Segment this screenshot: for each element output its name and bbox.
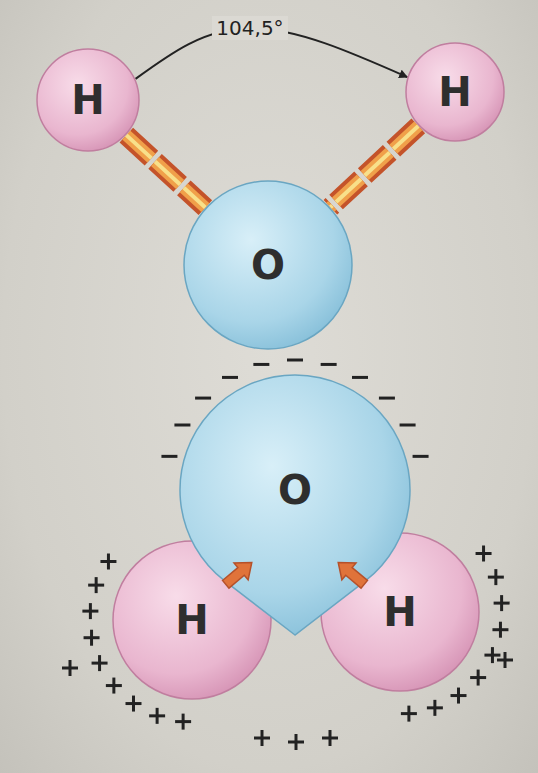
positive-charge — [100, 553, 116, 569]
bond-body — [126, 135, 205, 207]
positive-charge — [92, 655, 108, 671]
negative-charge — [321, 363, 337, 366]
negative-charge — [161, 455, 177, 458]
bond-body — [330, 126, 418, 207]
positive-charge — [494, 595, 510, 611]
atom-outline — [406, 43, 504, 141]
negative-charge — [253, 363, 269, 366]
negative-charge — [400, 424, 416, 427]
negative-charge — [352, 376, 368, 379]
positive-charge — [492, 622, 508, 638]
atom-label-holder: O — [183, 180, 353, 350]
element-symbol: H — [383, 592, 416, 632]
positive-charge — [149, 708, 165, 724]
positive-charge — [476, 545, 492, 561]
element-symbol: O — [278, 470, 312, 510]
element-symbol: H — [175, 600, 208, 640]
positive-charge — [488, 569, 504, 585]
positive-charge — [125, 696, 141, 712]
positive-charge — [175, 714, 191, 730]
atom-label-holder: O — [180, 375, 410, 605]
negative-charge — [379, 397, 395, 400]
bond-shade — [126, 135, 205, 207]
atom-outline — [37, 49, 139, 151]
negative-charge — [222, 376, 238, 379]
positive-charge — [62, 660, 78, 676]
atom-outline — [184, 181, 352, 349]
atom-label-holder: H — [36, 48, 140, 152]
angle-label: 104,5° — [212, 16, 287, 40]
positive-charge — [82, 603, 98, 619]
covalent-bond — [330, 126, 418, 207]
element-symbol: H — [71, 80, 104, 120]
negative-charge — [174, 424, 190, 427]
bond-shade — [330, 126, 418, 207]
positive-charge — [254, 730, 270, 746]
negative-charge — [413, 455, 429, 458]
negative-charge — [287, 359, 303, 362]
negative-charge — [195, 397, 211, 400]
bond-highlight — [330, 126, 418, 207]
positive-charge — [451, 688, 467, 704]
positive-charge — [288, 734, 304, 750]
positive-charge — [88, 577, 104, 593]
atom-label-holder: H — [405, 42, 505, 142]
element-symbol: H — [438, 72, 471, 112]
hydrogen-atom: H — [405, 42, 505, 142]
oxygen-atom: O — [183, 180, 353, 350]
element-symbol: O — [251, 245, 285, 285]
positive-charge — [497, 652, 513, 668]
oxygen-atom: O — [180, 375, 410, 635]
positive-charge — [322, 730, 338, 746]
positive-charge — [427, 700, 443, 716]
covalent-bond — [126, 135, 205, 207]
atom-outline — [113, 541, 271, 699]
positive-charge — [106, 678, 122, 694]
bond-highlight — [126, 135, 205, 207]
positive-charge — [401, 706, 417, 722]
positive-charge — [84, 630, 100, 646]
hydrogen-atom: H — [36, 48, 140, 152]
positive-charge — [470, 670, 486, 686]
atom-outline — [321, 533, 479, 691]
